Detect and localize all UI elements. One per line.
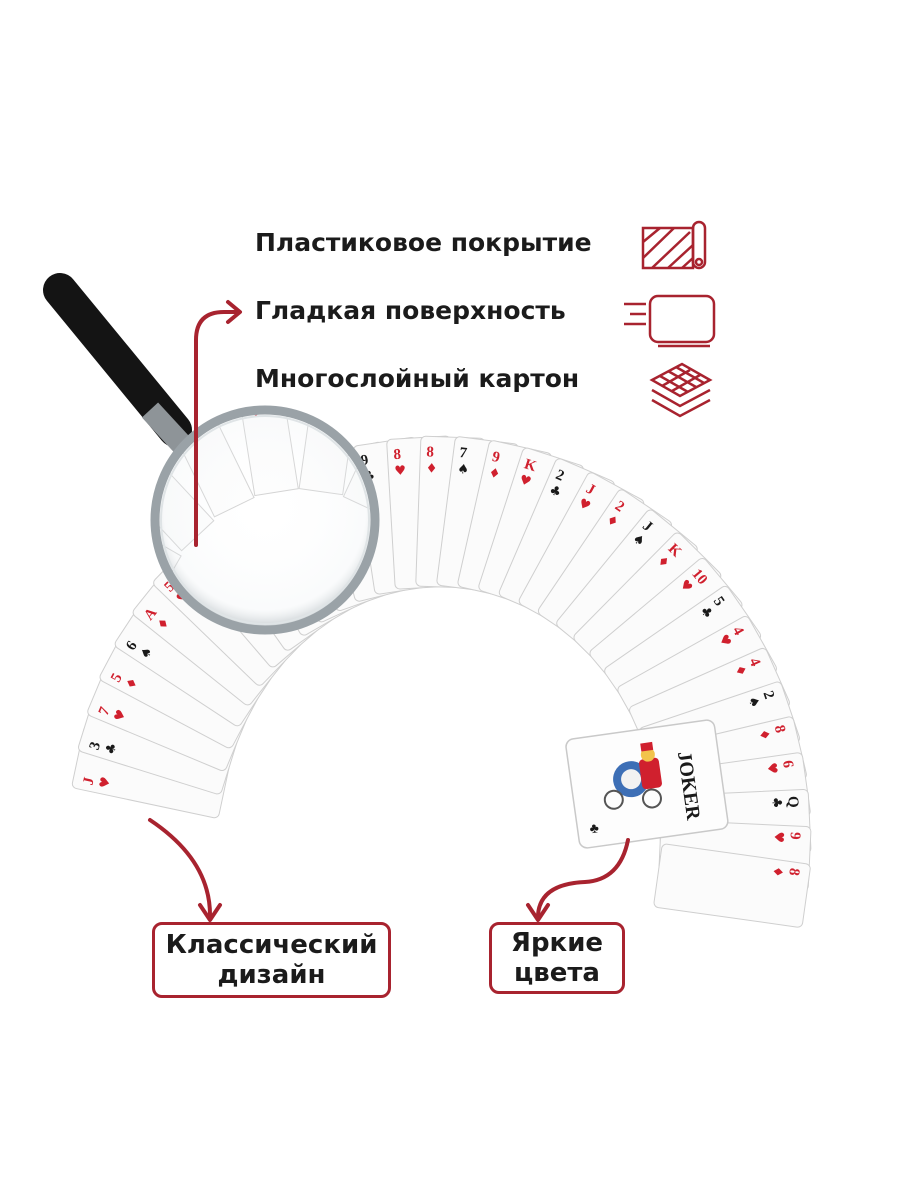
svg-text:♣: ♣: [589, 821, 600, 837]
plastic-roll-icon: [641, 220, 707, 270]
card-suit-icon: ♦: [769, 865, 785, 879]
callout-classic-design: Классический дизайн: [152, 922, 391, 998]
card-rank: 8: [785, 867, 802, 877]
svg-text:♣: ♣: [118, 464, 149, 496]
card-suit-icon: ♠: [456, 462, 469, 478]
card-suit-icon: ♦: [731, 663, 749, 680]
card-suit-icon: ♥: [763, 762, 779, 776]
feature-plastic-coating: Пластиковое покрытие: [255, 228, 592, 257]
card-suit-icon: ♥: [97, 775, 114, 790]
card-suit-icon: ♣: [547, 483, 564, 501]
card-rank: 9: [360, 452, 370, 469]
joker-card: JOKER ♣: [565, 719, 729, 849]
joker-figure-icon: [603, 741, 662, 810]
card-suit-icon: ♥: [517, 472, 533, 490]
card-fan: J♥3♣7♥5♦6♠A♦5♥K♣A♥7♦6♠K♦Q♥9♣8♥8♦7♠9♦K♥2♣…: [71, 435, 812, 928]
svg-text:♥: ♥: [378, 410, 406, 441]
svg-text:9: 9: [317, 362, 335, 395]
card-suit-icon: ♦: [426, 461, 438, 476]
card-suit-icon: ♥: [770, 831, 786, 843]
svg-text:7: 7: [50, 514, 84, 542]
magnifier-icon: 7♥6♣K♣2♥9♣8♥8♥7♥: [43, 273, 414, 635]
card-rank: 8: [771, 724, 788, 735]
svg-text:♥: ♥: [77, 525, 109, 555]
card-suit-icon: ♥: [394, 463, 407, 479]
card-rank: 9: [786, 832, 802, 840]
card-rank: Q: [784, 796, 801, 809]
playing-card: 8♦: [653, 843, 811, 928]
card-rank: 8: [426, 444, 434, 460]
card-rank: K: [522, 456, 538, 475]
card-suit-icon: ♣: [768, 796, 784, 808]
feature-multilayer-cardboard: Многослойный картон: [255, 364, 580, 393]
svg-text:♣: ♣: [313, 393, 336, 421]
card-rank: 8: [393, 447, 401, 463]
card-rank: 9: [491, 449, 502, 466]
card-rank: 6: [779, 759, 796, 769]
svg-text:2: 2: [239, 366, 258, 399]
layered-cardboard-icon: [649, 362, 713, 418]
card-suit-icon: ♦: [755, 728, 772, 743]
card-suit-icon: ♠: [744, 694, 762, 710]
smooth-card-icon: [624, 294, 716, 348]
svg-text:8: 8: [388, 382, 414, 416]
svg-text:6: 6: [97, 445, 128, 477]
card-suit-icon: ♣: [103, 741, 121, 757]
callout-bright-colors: Яркие цвета: [489, 922, 625, 994]
card-rank: J: [81, 775, 98, 786]
card-suit-icon: ♦: [487, 465, 502, 482]
feature-smooth-surface: Гладкая поверхность: [255, 296, 566, 325]
callout-arrows: [148, 300, 630, 922]
card-rank: 3: [87, 740, 105, 752]
card-rank: 7: [458, 445, 468, 462]
card-suit-icon: ♥: [112, 708, 130, 725]
